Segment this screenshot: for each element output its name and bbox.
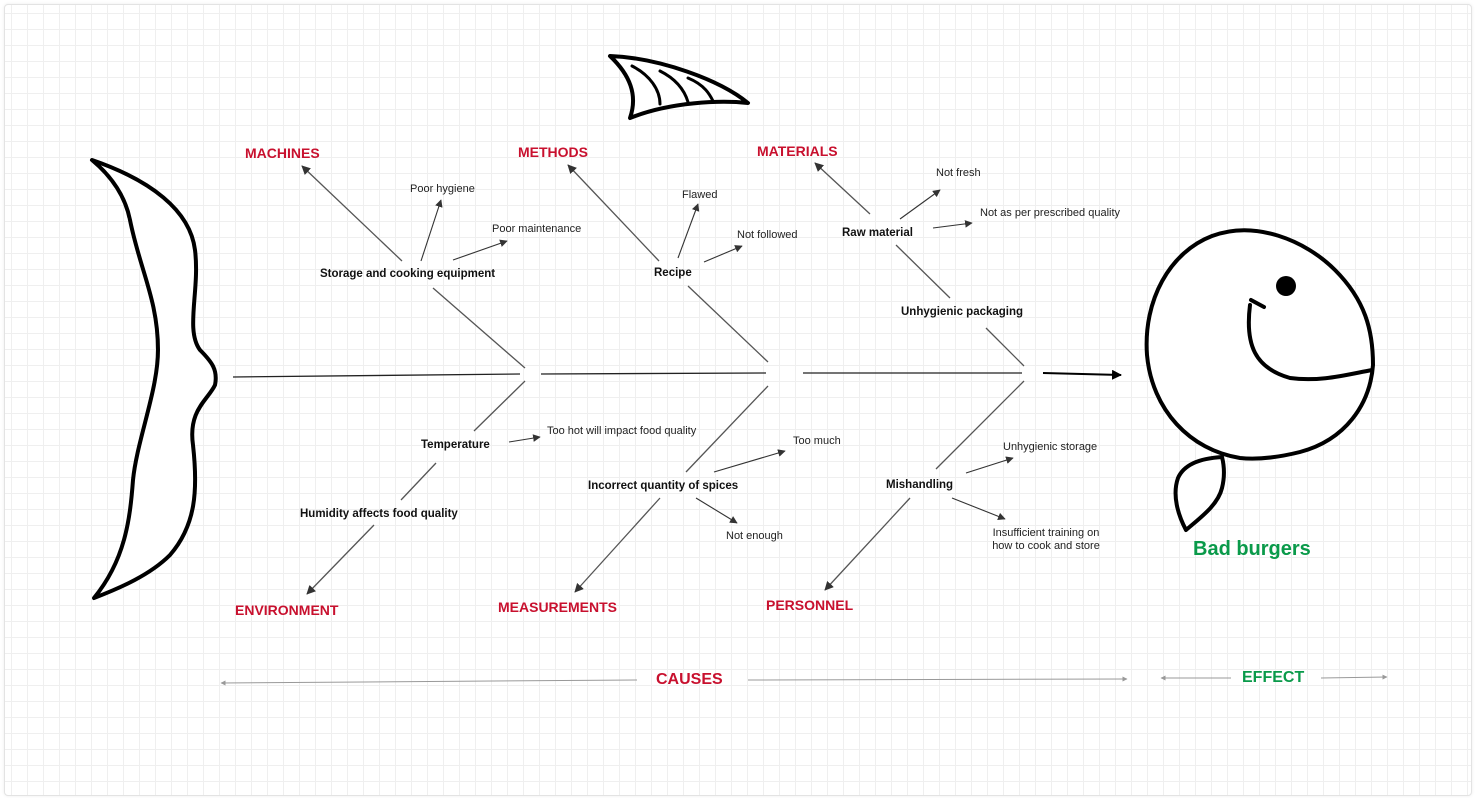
footer-arrows xyxy=(220,674,1388,686)
spine xyxy=(232,369,1122,380)
note-not-enough: Not enough xyxy=(726,530,783,542)
cause-incorrect-spices: Incorrect quantity of spices xyxy=(588,480,739,492)
note-insufficient-training-line1: Insufficient training on xyxy=(992,527,1100,539)
note-not-fresh: Not fresh xyxy=(936,167,981,179)
category-environment: ENVIRONMENT xyxy=(235,602,339,618)
cause-temperature: Temperature xyxy=(421,439,490,451)
note-not-prescribed-quality: Not as per prescribed quality xyxy=(980,207,1121,219)
fish-eye xyxy=(1276,276,1296,296)
note-flawed: Flawed xyxy=(682,189,718,201)
note-insufficient-training: Insufficient training on how to cook and… xyxy=(992,527,1100,552)
note-unhygienic-storage: Unhygienic storage xyxy=(1003,441,1098,453)
note-too-hot: Too hot will impact food quality xyxy=(547,425,697,437)
note-poor-hygiene: Poor hygiene xyxy=(410,183,475,195)
cause-recipe: Recipe xyxy=(654,267,692,279)
note-not-followed: Not followed xyxy=(737,229,798,241)
cause-raw-material: Raw material xyxy=(842,227,913,239)
main-bones xyxy=(301,162,1025,595)
note-poor-maintenance: Poor maintenance xyxy=(492,223,582,235)
category-measurements: MEASUREMENTS xyxy=(498,599,618,615)
cause-humidity: Humidity affects food quality xyxy=(300,508,458,520)
cause-unhygienic-packaging: Unhygienic packaging xyxy=(901,306,1024,318)
minor-bones xyxy=(420,189,1014,524)
footer-effect-label: EFFECT xyxy=(1242,669,1305,686)
category-machines: MACHINES xyxy=(245,145,320,161)
footer-causes-label: CAUSES xyxy=(656,671,723,688)
dorsal-fin xyxy=(608,54,750,120)
note-insufficient-training-line2: how to cook and store xyxy=(992,539,1100,552)
note-too-much: Too much xyxy=(793,435,841,447)
fish-tail xyxy=(90,158,218,600)
cause-mishandling: Mishandling xyxy=(886,479,954,491)
fish-head xyxy=(1144,228,1375,532)
category-methods: METHODS xyxy=(518,144,588,160)
category-personnel: PERSONNEL xyxy=(766,597,854,613)
effect-label: Bad burgers xyxy=(1193,538,1311,560)
category-materials: MATERIALS xyxy=(757,143,838,159)
cause-storage-equipment: Storage and cooking equipment xyxy=(320,268,496,280)
